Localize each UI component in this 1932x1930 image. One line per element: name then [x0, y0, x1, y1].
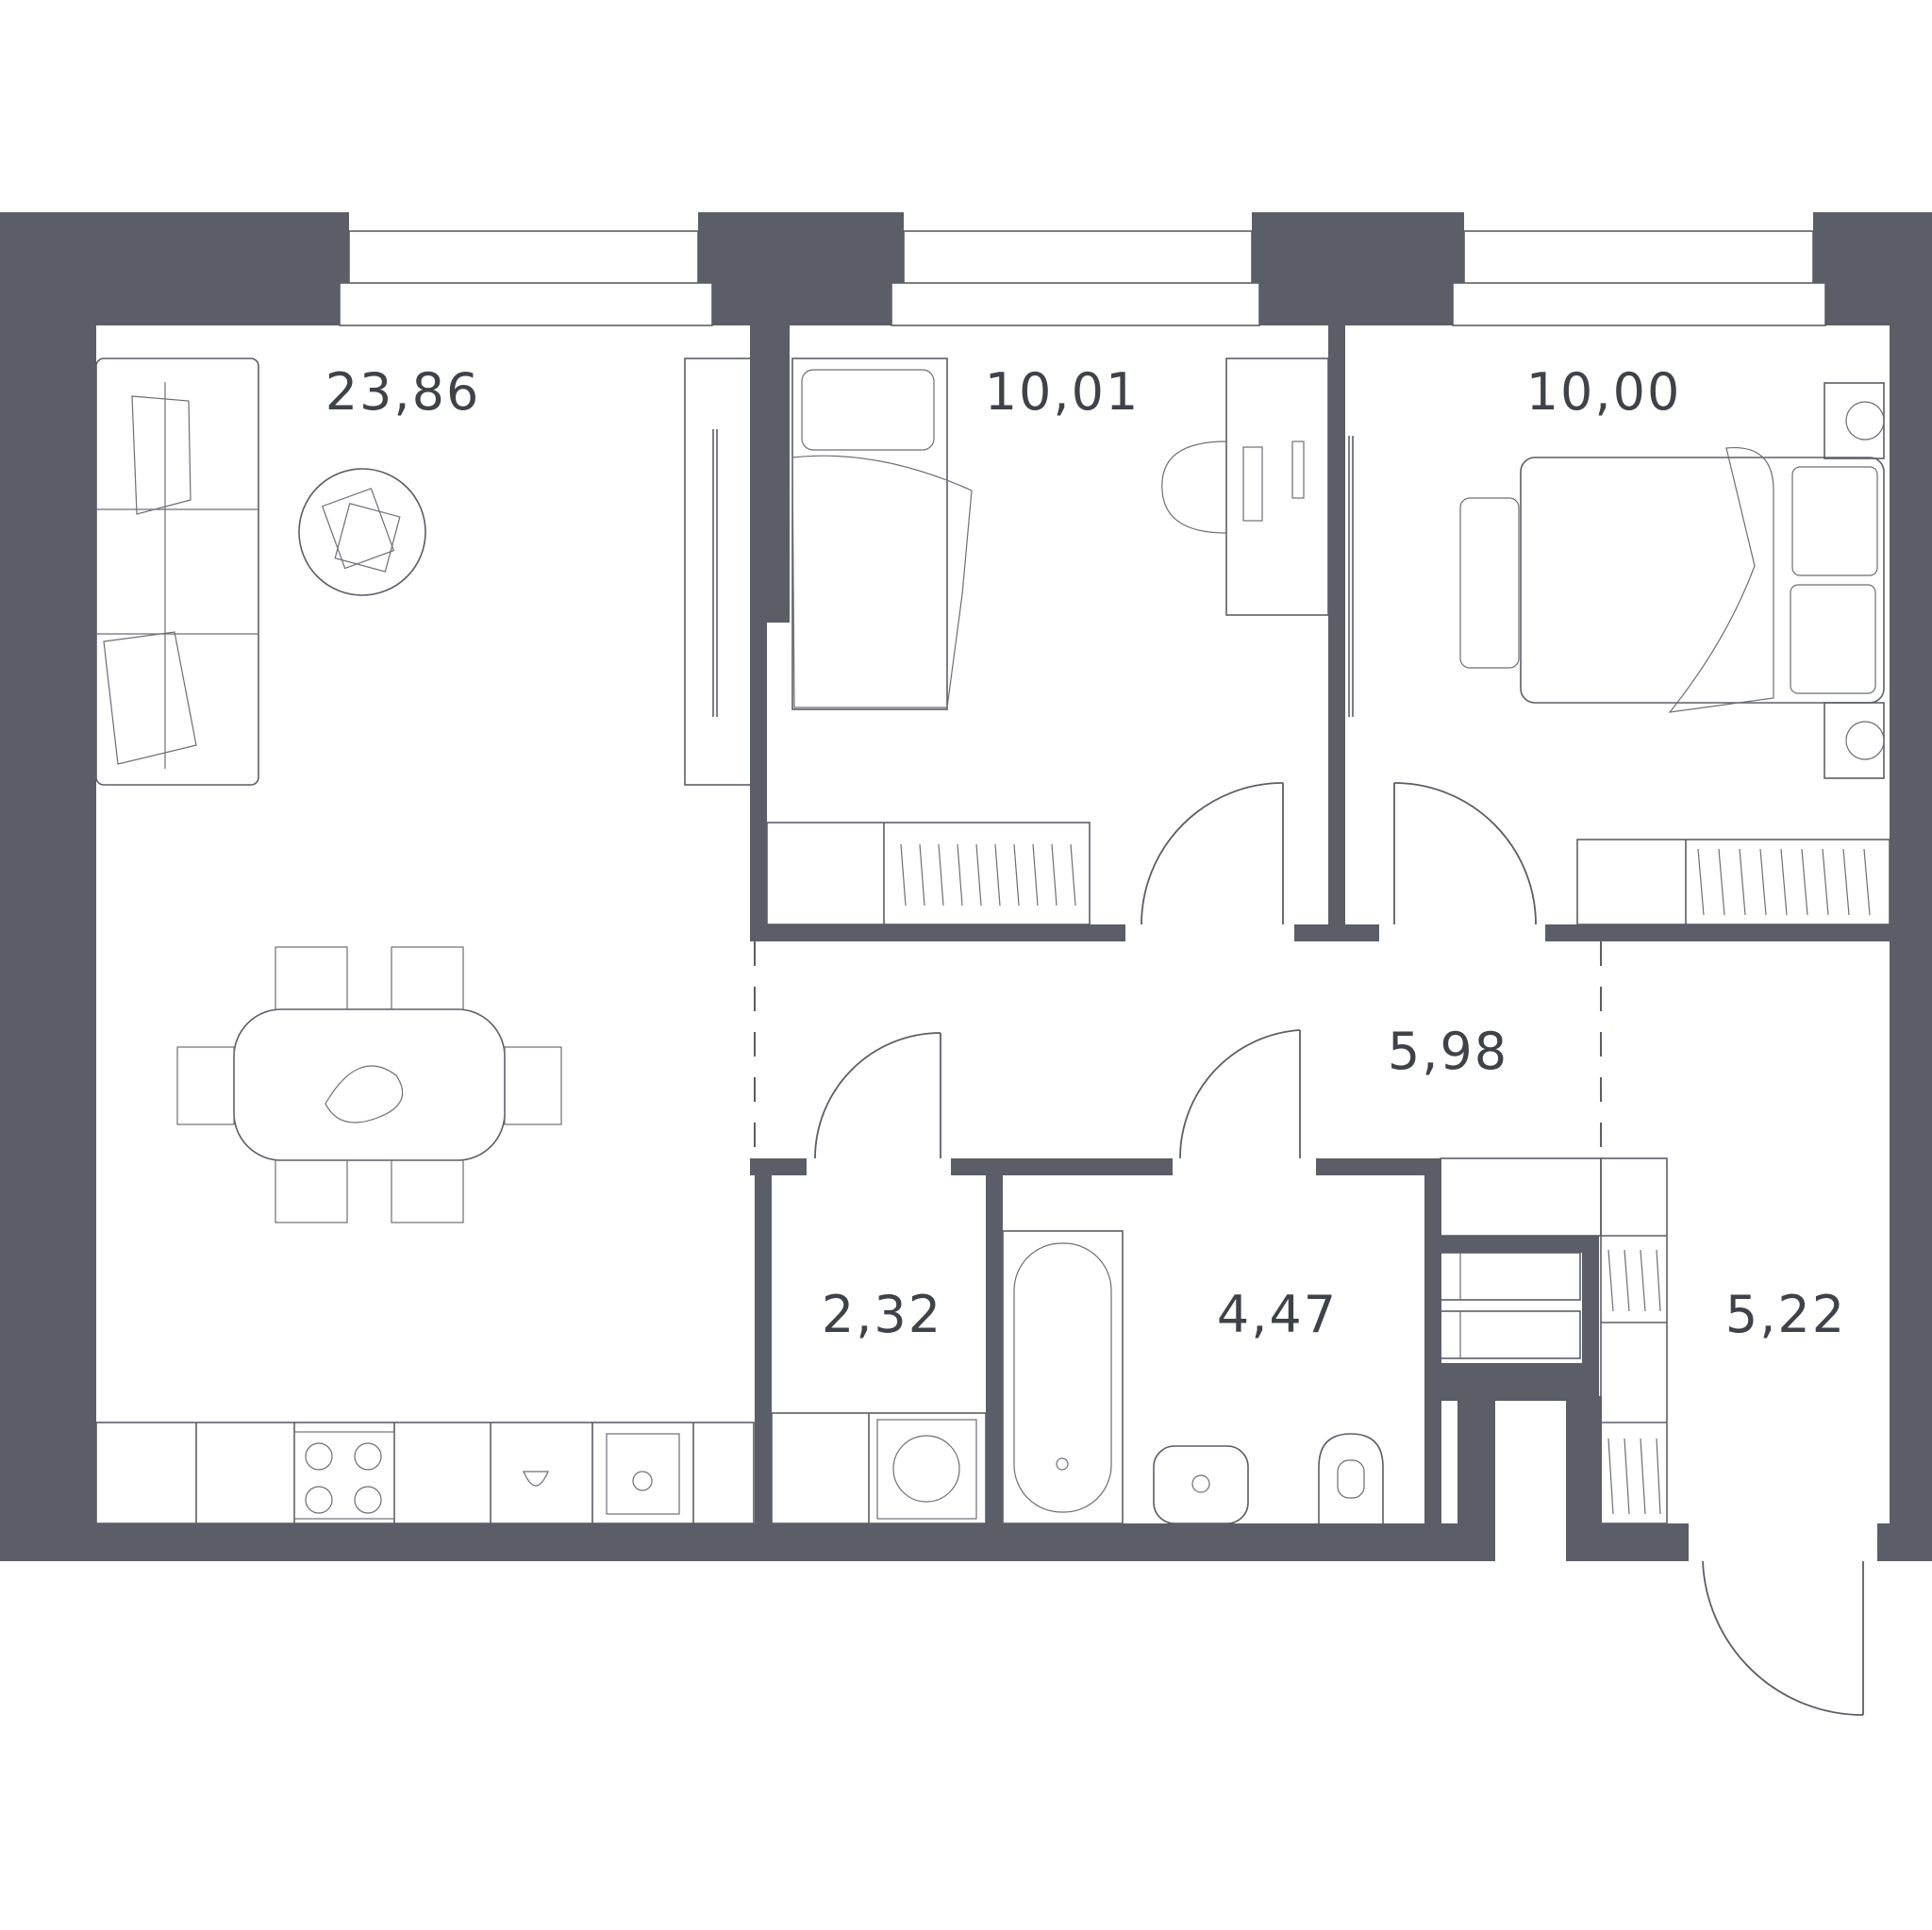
- wardrobe-small: [766, 822, 1091, 925]
- tv-unit: [684, 358, 752, 786]
- windows: [339, 230, 1826, 326]
- area-label-hallway: 5,98: [1388, 1022, 1508, 1081]
- single-bed: [791, 358, 973, 710]
- double-bed: [1520, 446, 1885, 713]
- area-label-bedroom-small: 10,01: [985, 362, 1141, 422]
- entrance-cabinet: [1425, 1157, 1668, 1524]
- area-label-bathroom: 4,47: [1217, 1285, 1338, 1344]
- dining-table: [176, 946, 562, 1223]
- area-labels: 23,86 10,01 10,00 5,98 2,32 4,47 5,22: [325, 362, 1846, 1344]
- kitchen-counter: [95, 1422, 755, 1524]
- area-label-living-kitchen: 23,86: [325, 362, 481, 422]
- area-label-entrance: 5,22: [1725, 1285, 1846, 1344]
- rug: [1459, 497, 1520, 669]
- area-label-bedroom-master: 10,00: [1526, 362, 1682, 422]
- desk: [1161, 358, 1329, 616]
- nightstands: [1824, 382, 1885, 779]
- walls: [0, 212, 1932, 1561]
- sofa: [95, 358, 259, 786]
- bathtub: [1002, 1230, 1124, 1524]
- sink: [1153, 1445, 1249, 1524]
- coffee-table: [298, 468, 426, 596]
- area-label-wc: 2,32: [822, 1285, 942, 1344]
- doors: [814, 782, 1864, 1716]
- toilet: [1318, 1433, 1384, 1523]
- wardrobe-master: [1576, 839, 1890, 925]
- wc-fixtures: [771, 1412, 987, 1524]
- mirror: [1348, 436, 1354, 717]
